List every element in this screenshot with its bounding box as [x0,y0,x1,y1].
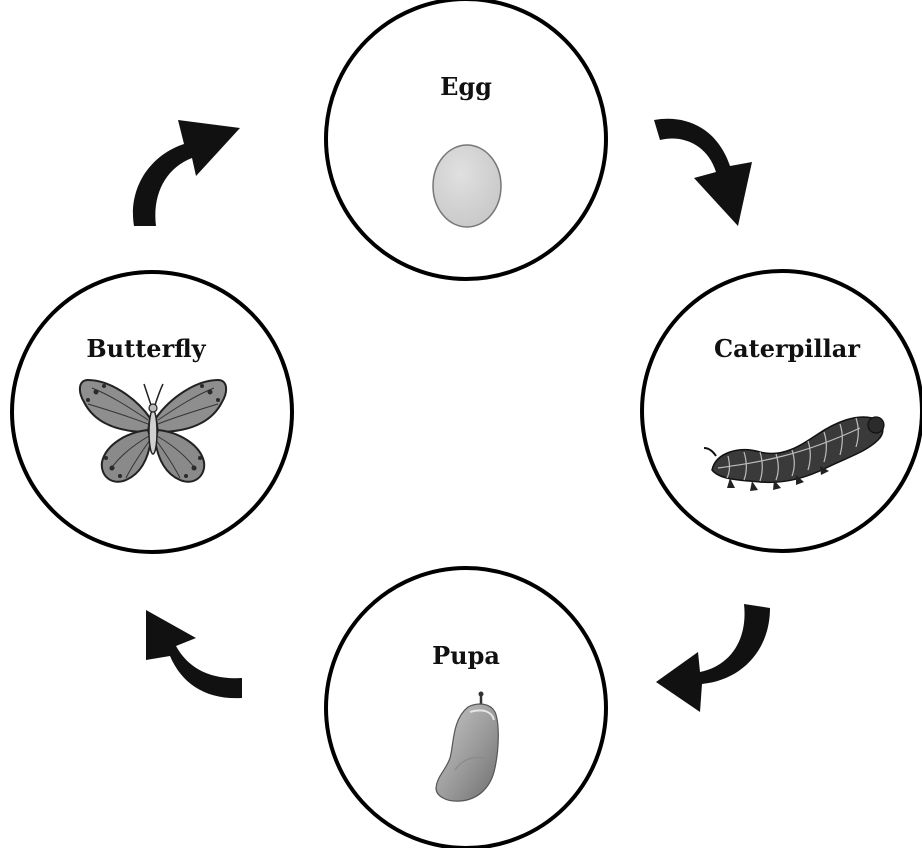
curved-arrow-icon [146,610,242,698]
butterfly-label: Butterfly [86,334,206,363]
stage-caterpillar: Caterpillar [642,271,922,551]
caterpillar-stage-circle [642,271,922,551]
stage-pupa: Pupa [326,568,606,848]
egg-stage-circle [326,0,606,279]
stage-egg: Egg [326,0,606,279]
egg-icon [433,145,501,227]
egg-label: Egg [440,72,492,101]
curved-arrow-icon [654,119,752,226]
stage-butterfly: Butterfly [12,272,292,552]
curved-arrow-icon [133,120,240,226]
pupa-label: Pupa [432,641,500,670]
curved-arrow-icon [656,604,770,712]
caterpillar-label: Caterpillar [714,334,860,363]
